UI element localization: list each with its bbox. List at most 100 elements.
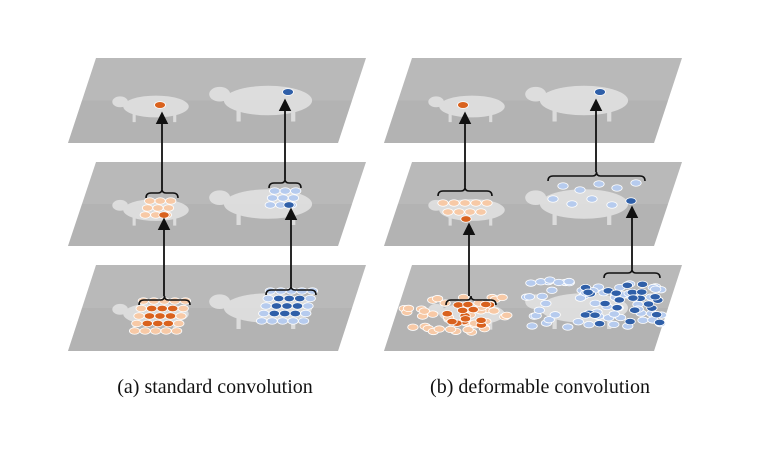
sampling-point-orange [139,211,151,219]
sheep-leg [291,108,296,122]
sampling-point-blue [589,311,601,319]
sampling-point-orange [462,326,474,334]
sampling-point-blue [525,279,537,287]
sampling-point-blue [266,317,278,325]
sampling-point-blue [624,317,636,326]
sampling-point-orange [496,293,508,302]
sampling-point-blue [304,294,316,303]
sheep-head [428,96,444,108]
sampling-point-blue [613,296,625,304]
sheep-leg [173,112,177,123]
sheep-body [539,189,629,219]
sampling-point-blue [589,299,601,307]
sampling-point-orange [431,295,444,303]
sheep-leg [236,316,241,329]
sampling-point-orange [475,316,487,324]
sampling-point-blue [606,201,618,209]
sampling-point-orange [152,204,164,212]
sampling-point-orange [150,327,162,335]
feature-plane-3 [68,265,366,351]
sampling-point-blue [566,200,578,208]
sampling-point-orange [501,311,513,319]
sampling-point-orange [453,208,465,216]
sampling-point-orange [407,323,419,331]
sampling-point-blue [290,187,302,195]
sheep-leg [489,112,493,123]
sampling-point-blue [294,294,306,303]
sheep-leg [236,212,241,225]
sampling-point-orange [459,315,472,323]
sampling-point-orange [448,199,460,207]
sheep-body [539,85,629,116]
sampling-point-blue [302,302,314,310]
sampling-point-orange [462,300,474,309]
sampling-point-blue [268,309,280,318]
sampling-point-blue [277,194,289,202]
sampling-point-blue [255,317,268,325]
plane-shade [384,100,668,143]
sampling-point-orange [144,197,156,205]
sampling-point-blue [563,277,575,286]
sampling-point-blue [258,309,270,318]
sampling-point-blue [621,281,633,289]
sampling-point-blue [526,322,538,330]
sampling-point-orange [158,211,170,219]
sampling-point-orange [467,305,479,314]
sheep-leg [448,216,452,226]
sampling-point-blue [547,195,559,203]
sampling-point-blue [611,304,623,312]
activation-unit-blue [594,88,606,96]
sampling-point-orange [418,307,430,315]
sheep-head [209,86,231,102]
sampling-point-blue [649,293,661,301]
sampling-point-blue [627,294,639,302]
activation-unit-orange [457,101,469,109]
sampling-point-blue [608,310,620,318]
sampling-point-blue [269,187,281,195]
sampling-point-orange [460,215,472,223]
sampling-point-orange [129,327,141,335]
sampling-point-blue [572,318,584,326]
plane-shade [68,204,352,246]
sampling-point-blue [533,306,545,314]
sampling-point-blue [287,317,299,325]
sampling-point-orange [169,297,181,305]
sampling-point-orange [457,306,469,315]
sampling-point-orange [480,300,492,309]
sampling-point-blue [654,318,666,327]
sampling-point-orange [445,325,457,334]
sheep-body [439,95,505,118]
sampling-point-blue [586,195,598,203]
sampling-point-orange [131,319,143,328]
sampling-point-blue [562,323,574,331]
receptive-field-brace [445,295,497,306]
sampling-point-orange [442,208,454,216]
sheep-leg [489,320,493,330]
sampling-point-blue [553,278,565,287]
sampling-point-blue [281,302,293,310]
sampling-point-orange [481,199,493,207]
sampling-point-blue [276,317,289,325]
sampling-point-blue [629,306,641,314]
sheep-head [209,190,231,206]
sampling-point-orange [475,208,487,216]
sheep-leg [132,112,136,123]
sampling-point-orange [167,304,179,313]
sampling-point-blue [610,289,622,297]
sampling-point-blue [291,302,304,310]
sampling-point-blue [283,201,295,209]
sampling-point-blue [636,288,648,296]
sampling-point-orange [173,319,185,328]
sampling-point-blue [296,287,308,295]
sampling-point-orange [427,310,439,318]
sampling-point-blue [593,180,605,188]
sampling-point-blue [297,317,310,325]
sampling-point-blue [583,321,595,329]
caption-standard-convolution: (a) standard convolution [117,376,313,398]
sampling-point-blue [630,179,642,187]
sampling-point-orange [437,199,449,207]
sampling-point-blue [275,287,287,295]
sampling-point-orange [470,199,482,207]
sampling-point-blue [279,309,291,318]
sampling-point-blue [273,294,285,303]
